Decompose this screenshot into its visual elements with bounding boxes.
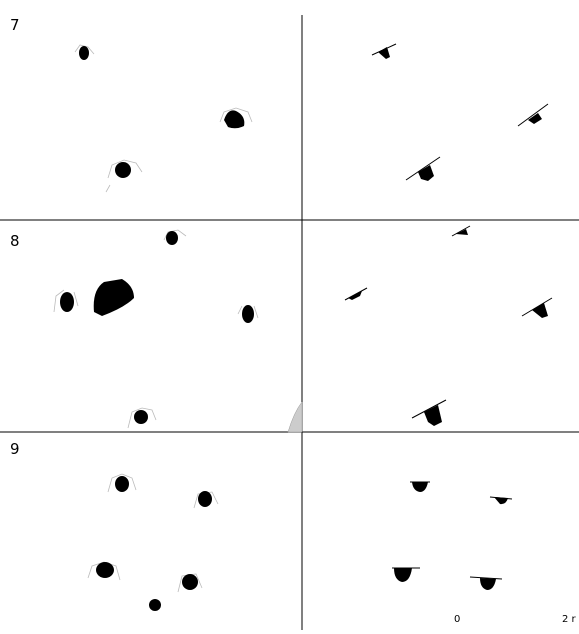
row8-left-shape-1: [164, 230, 186, 245]
row8-corner-fill: [288, 402, 302, 432]
row9-left-shape-5: [149, 599, 161, 611]
row8-right-shape-3: [522, 298, 552, 318]
row8-right-shape-1: [452, 226, 470, 236]
row9-left-shape-1: [108, 474, 136, 492]
scale-start-label: 0: [454, 614, 460, 625]
row-label-9: 9: [10, 440, 20, 458]
row7-right-shape-3: [406, 157, 440, 181]
scale-end-label: 2 r: [562, 614, 576, 625]
row8-left-shape-2: [94, 279, 134, 316]
row8-right-shape-2: [345, 288, 367, 300]
row7-left-shape-2: [220, 108, 252, 128]
row7-left-shape-1: [75, 45, 94, 60]
row8-left-shape-5: [128, 408, 156, 428]
row8-left-shape-4: [238, 305, 258, 323]
row8-right-shape-4: [412, 400, 446, 426]
row9-right-shape-3: [392, 568, 420, 582]
row9-left-shape-4: [178, 574, 202, 592]
row7-right-shape-2: [518, 104, 548, 126]
row9-right-shape-1: [410, 482, 430, 492]
row-label-8: 8: [10, 232, 20, 250]
row8-left-shape-3: [54, 290, 78, 312]
row7-left-shape-3: [106, 160, 142, 192]
row9-left-shape-2: [194, 491, 218, 508]
row9-left-shape-3: [88, 562, 120, 580]
row9-right-shape-2: [490, 497, 512, 504]
row-label-7: 7: [10, 16, 20, 34]
row9-right-shape-4: [470, 577, 502, 590]
row7-right-shape-1: [372, 44, 396, 59]
